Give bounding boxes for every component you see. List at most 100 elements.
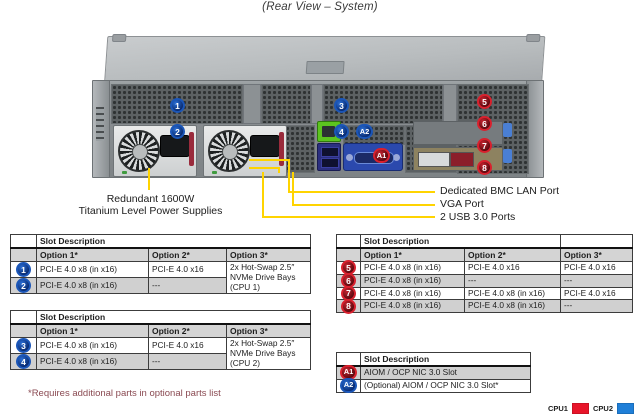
table-row: A1 AIOM / OCP NIC 3.0 Slot [336,365,531,381]
callout-psu: Redundant 1600W Titanium Level Power Sup… [48,193,253,217]
t1-row2-option1: PCI-E 4.0 x8 (in x16) [36,277,149,295]
table-slots-5-8: Slot Description Option 1* Option 2* Opt… [336,234,633,314]
cpu2-color-swatch [617,403,634,414]
callout-line-usb-b [262,216,435,218]
t1-row1-badge-cell: 1 [10,261,37,279]
photo-badge-a2: A2 [356,124,373,139]
t2-row1-option1: PCI-E 4.0 x8 (in x16) [36,337,149,355]
callout-line-bmc-a [249,159,289,161]
t2-row2-option2: --- [148,353,227,371]
t3-row7-option1: PCI-E 4.0 x8 (in x16) [360,286,465,301]
photo-badge-1: 1 [170,98,185,113]
t3-row6-option3: --- [560,273,633,288]
psu-handle-2 [279,132,284,166]
t1-option2-header: Option 2* [148,247,227,263]
t1-option3-merged: 2x Hot-Swap 2.5″ NVMe Drive Bays (CPU 1) [226,261,311,295]
t1-opt-corner [10,247,37,263]
cpu2-legend-label: CPU2 [592,404,613,413]
t2-row1-option2: PCI-E 4.0 x16 [148,337,227,355]
photo-badge-3: 3 [334,98,349,113]
table-slots-3-4: Slot Description Option 1* Option 2* Opt… [10,310,311,371]
usb-3-ports [317,143,341,171]
callout-line-vga-b [292,204,435,206]
aiom-sfp-port [418,152,450,167]
chassis-ear-left [111,34,127,42]
table-row: 1 PCI-E 4.0 x8 (in x16) PCI-E 4.0 x16 2x… [10,261,311,295]
table-row: 3 PCI-E 4.0 x8 (in x16) PCI-E 4.0 x16 2x… [10,337,311,371]
t1-slot-description-header: Slot Description [36,234,311,249]
t2-option2-header: Option 2* [148,323,227,339]
callout-line-usb-a [262,172,264,217]
t4-slot-description-header: Slot Description [360,352,531,367]
cpu-legend: CPU1 CPU2 [548,403,634,414]
t1-corner-cell [10,234,37,249]
table-aiom-slots: Slot Description A1 AIOM / OCP NIC 3.0 S… [336,352,531,394]
t1-row2-badge-cell: 2 [10,277,37,295]
t3-row8-option2: PCI-E 4.0 x8 (in x16) [464,299,561,314]
t1-row2-option2: --- [148,277,227,295]
t3-row7-option2: PCI-E 4.0 x8 (in x16) [464,286,561,301]
t2-opt-corner [10,323,37,339]
t3-row5-option2: PCI-E 4.0 x16 [464,261,561,275]
vent-mesh-lower-right [343,125,405,145]
table-row: 6 PCI-E 4.0 x8 (in x16) --- --- [336,273,633,289]
photo-badge-a1: A1 [373,148,390,163]
psu-status-led-1 [122,171,127,174]
table-row-header: Slot Description [336,234,633,249]
t3-option3-header: Option 3* [560,247,633,263]
t1-option3-header: Option 3* [226,247,311,263]
table-row-header: Slot Description [336,352,531,367]
slot-badge-3: 3 [16,338,31,354]
table-row-options: Option 1* Option 2* Option 3* [336,247,633,263]
chassis-rail-left [93,81,110,177]
page-title: (Rear View – System) [262,1,378,13]
divider-left [243,84,261,124]
t3-row5-option1: PCI-E 4.0 x8 (in x16) [360,261,465,275]
t3-row5-option3: PCI-E 4.0 x16 [560,261,633,275]
table-row-header: Slot Description [10,234,311,249]
table-row: 5 PCI-E 4.0 x8 (in x16) PCI-E 4.0 x16 PC… [336,260,633,276]
photo-badge-4: 4 [334,124,349,139]
psu-status-led-2 [212,171,217,174]
t3-row8-option1: PCI-E 4.0 x8 (in x16) [360,299,465,314]
slot-badge-8: 8 [341,298,356,314]
t1-row1-option1: PCI-E 4.0 x8 (in x16) [36,261,149,279]
psu-power-connector-2 [250,135,280,157]
vga-screw-right [393,154,400,161]
callout-line-bmc-c [288,191,435,193]
photo-badge-5: 5 [477,94,492,109]
slot-badge-a2: A2 [340,378,357,394]
t2-option1-header: Option 1* [36,323,149,339]
table-row-options: Option 1* Option 2* Option 3* [10,323,311,339]
t2-row1-badge-cell: 3 [10,337,37,355]
t2-option3-merged: 2x Hot-Swap 2.5″ NVMe Drive Bays (CPU 2) [226,337,311,371]
chassis-lid [104,34,546,84]
t2-row2-option1: PCI-E 4.0 x8 (in x16) [36,353,149,371]
t3-row7-option3: PCI-E 4.0 x16 [560,286,633,301]
table-row-options: Option 1* Option 2* Option 3* [10,247,311,263]
t3-row8-badge-cell: 8 [336,298,361,314]
t2-row2-badge-cell: 4 [10,353,37,371]
t3-corner-cell [336,234,361,249]
t1-row1-option2: PCI-E 4.0 x16 [148,261,227,279]
t3-row6-option1: PCI-E 4.0 x8 (in x16) [360,273,465,288]
table-row-header: Slot Description [10,310,311,325]
t3-option1-header: Option 1* [360,247,465,263]
slot-badge-4: 4 [16,354,31,370]
release-tab-lower [503,149,512,163]
cpu1-color-swatch [571,403,589,414]
table-slots-1-2: Slot Description Option 1* Option 2* Opt… [10,234,311,295]
callout-vga: VGA Port [440,198,484,210]
callout-line-vga-a [292,172,294,205]
callout-line-aux-1 [249,167,279,169]
callout-usb: 2 USB 3.0 Ports [440,211,516,223]
t2-slot-description-header: Slot Description [36,310,311,325]
t3-row6-option2: --- [464,273,561,288]
footnote: *Requires additional parts in optional p… [28,388,221,399]
callout-psu-line2: Titanium Level Power Supplies [78,205,223,217]
t3-option2-header: Option 2* [464,247,561,263]
t2-corner-cell [10,310,37,325]
slot-badge-2: 2 [16,278,31,294]
t4-row-a1-description: AIOM / OCP NIC 3.0 Slot [360,365,531,380]
chassis-ear-right [525,34,541,42]
